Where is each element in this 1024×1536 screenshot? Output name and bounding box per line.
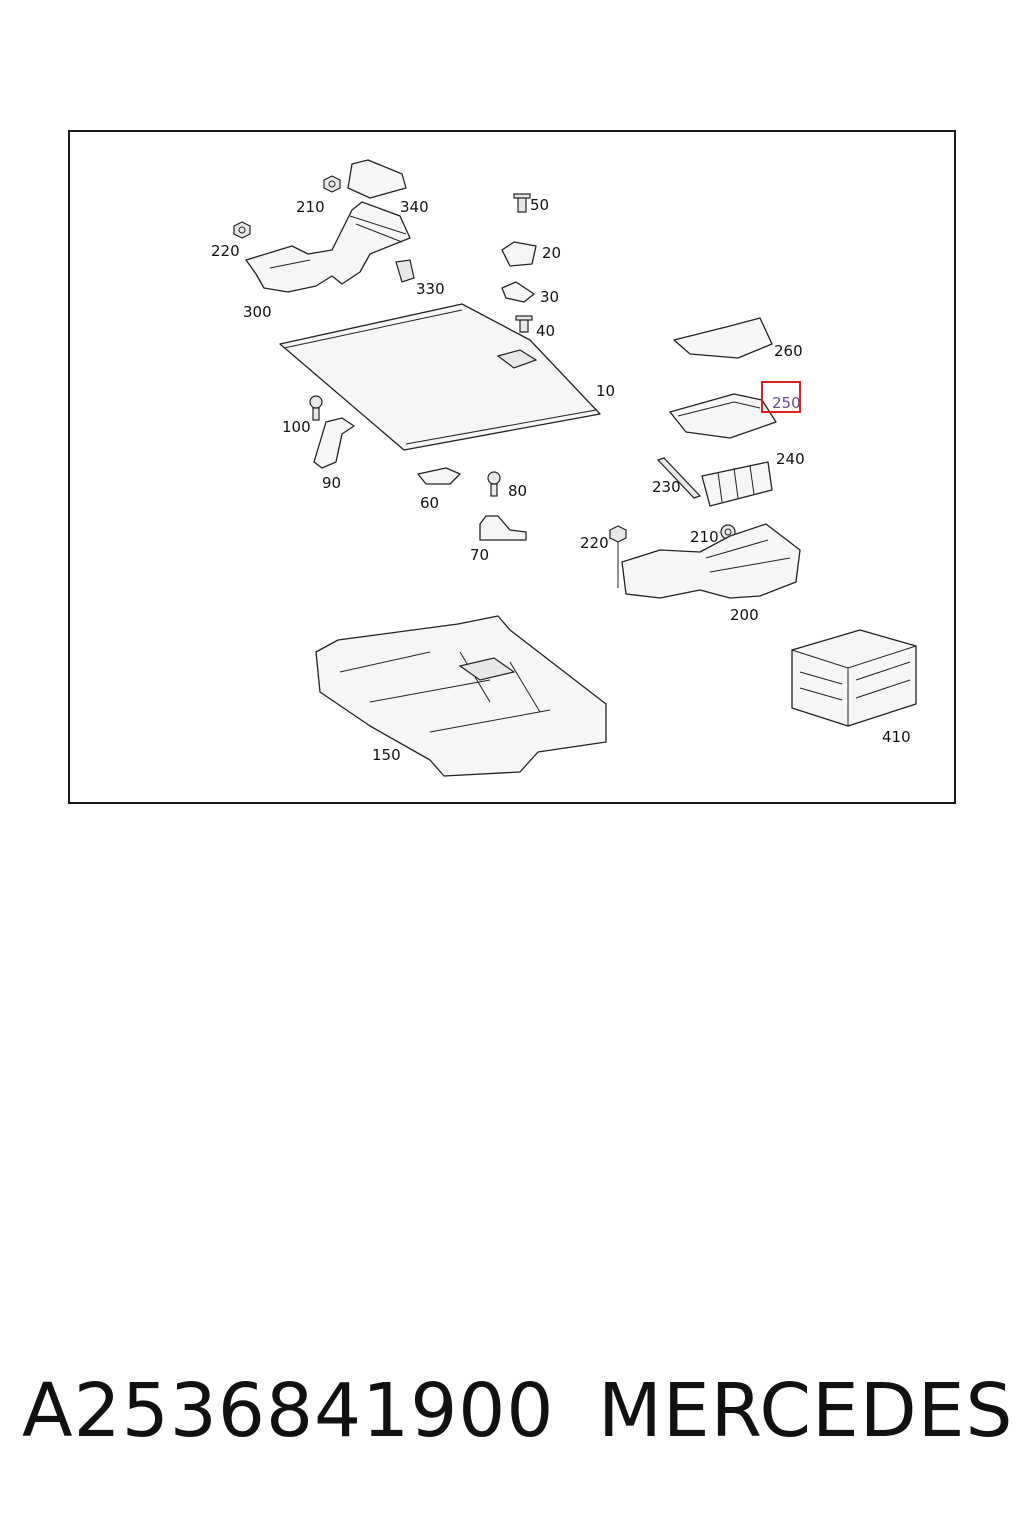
callout-240: 240 <box>776 450 805 468</box>
callout-250: 250 <box>772 394 801 412</box>
callout-210-right: 210 <box>690 528 719 546</box>
callout-40: 40 <box>536 322 555 340</box>
part-230-strip <box>656 457 702 499</box>
callout-50: 50 <box>530 196 549 214</box>
part-330-clip <box>395 259 415 283</box>
part-60-latch <box>417 467 461 485</box>
part-40-screw <box>515 315 533 333</box>
part-10-load-floor <box>279 303 601 451</box>
part-90-bracket <box>313 417 355 469</box>
callout-10: 10 <box>596 382 615 400</box>
part-260-cover <box>673 317 773 359</box>
part-70-hook <box>479 515 527 541</box>
callout-60: 60 <box>420 494 439 512</box>
callout-90: 90 <box>322 474 341 492</box>
callout-150: 150 <box>372 746 401 764</box>
callout-210: 210 <box>296 198 325 216</box>
callout-230: 230 <box>652 478 681 496</box>
callout-410: 410 <box>882 728 911 746</box>
callout-80: 80 <box>508 482 527 500</box>
part-50-bolt <box>513 193 531 213</box>
part-340-cover <box>347 159 407 199</box>
part-410-crate <box>791 629 917 727</box>
parts-diagram-frame: 210 340 220 300 330 50 20 30 40 10 100 9… <box>68 130 956 804</box>
callout-260: 260 <box>774 342 803 360</box>
brand-label: MERCEDES <box>598 1368 1014 1454</box>
callout-20: 20 <box>542 244 561 262</box>
part-210-nut <box>323 175 341 193</box>
callout-30: 30 <box>540 288 559 306</box>
highlight-box-250 <box>761 381 801 413</box>
part-150-floor-mat <box>315 615 607 777</box>
part-220-nut-right <box>609 525 627 588</box>
exploded-parts-diagram: 210 340 220 300 330 50 20 30 40 10 100 9… <box>211 159 917 777</box>
callout-70: 70 <box>470 546 489 564</box>
part-20-handle <box>501 241 537 267</box>
part-100-screw <box>309 395 323 421</box>
callout-300: 300 <box>243 303 272 321</box>
part-240-organizer <box>701 461 773 507</box>
part-200-tray <box>621 523 801 599</box>
callout-340: 340 <box>400 198 429 216</box>
callout-220: 220 <box>211 242 240 260</box>
part-30-hinge <box>501 281 535 303</box>
callout-220-right: 220 <box>580 534 609 552</box>
part-300-bracket <box>245 201 411 293</box>
part-number-label: A2536841900 <box>22 1368 555 1454</box>
part-250-insert <box>669 381 801 439</box>
callout-330: 330 <box>416 280 445 298</box>
callout-100: 100 <box>282 418 311 436</box>
footer-caption: A2536841900 MERCEDES <box>22 1368 1012 1478</box>
part-220-nut <box>233 221 251 239</box>
callout-200: 200 <box>730 606 759 624</box>
part-80-screw <box>487 471 501 497</box>
